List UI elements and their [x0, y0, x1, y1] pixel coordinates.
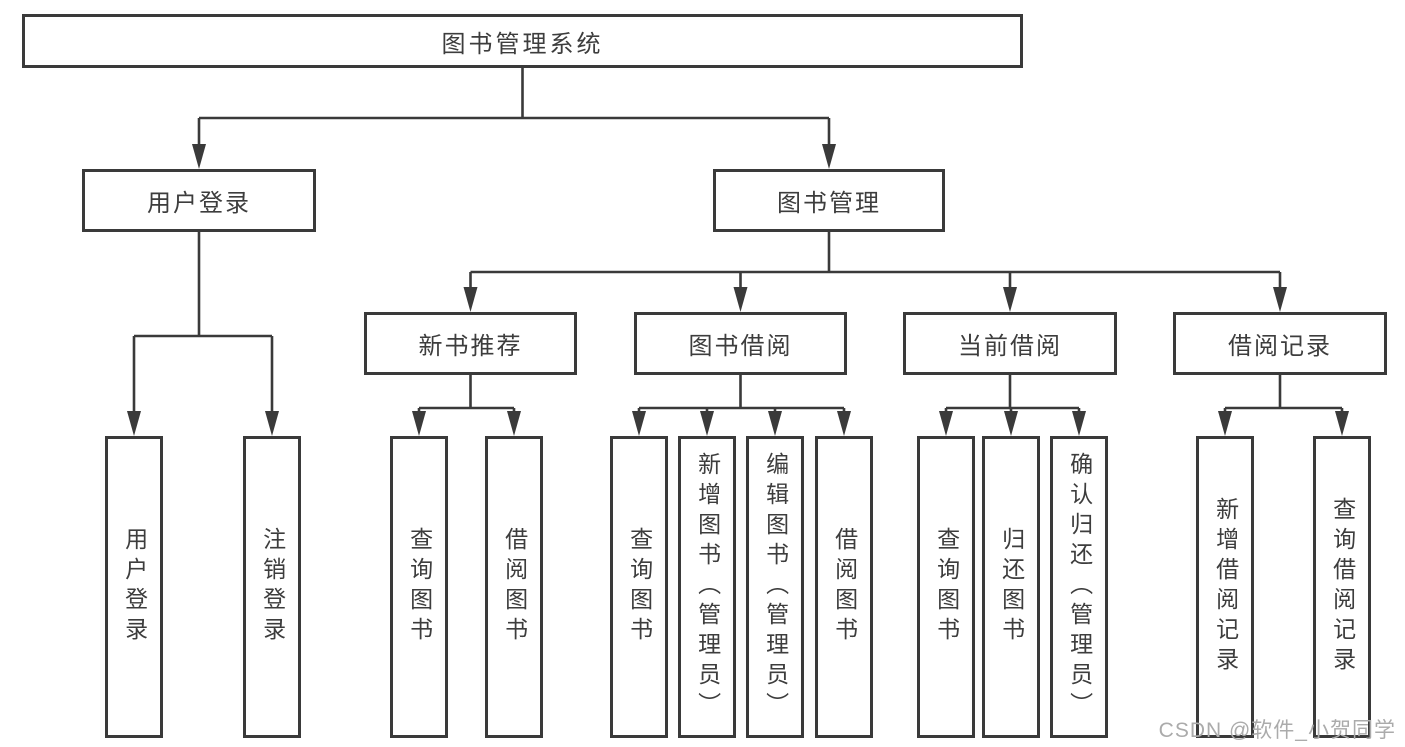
node-new-book-recommendation: 新书推荐: [364, 312, 577, 375]
node-label: 新增借阅记录: [1212, 497, 1239, 677]
connector-new-book-to-leaves: [417, 375, 516, 413]
node-label: 图书管理: [777, 190, 881, 217]
connector-borrow-records-to-leaves: [1223, 375, 1344, 413]
node-label: 借阅记录: [1228, 333, 1332, 360]
arrowhead: [1335, 411, 1349, 436]
connector-book-borrow-to-leaves: [637, 375, 846, 413]
leaf-edit-book-admin: 编辑图书（管理员）: [746, 436, 804, 738]
arrowhead: [768, 411, 782, 436]
node-label: 注销登录: [259, 527, 286, 647]
leaf-user-login: 用户登录: [105, 436, 163, 738]
leaf-query-books-borrowing: 查询图书: [610, 436, 668, 738]
arrowhead: [412, 411, 426, 436]
connector-current-borrow-to-leaves: [944, 375, 1081, 413]
node-library-management-system: 图书管理系统: [22, 14, 1023, 68]
node-label: 借阅图书: [501, 527, 528, 647]
arrowhead: [1072, 411, 1086, 436]
arrowhead: [265, 411, 279, 436]
arrowhead: [1218, 411, 1232, 436]
arrowhead: [632, 411, 646, 436]
node-book-management: 图书管理: [713, 169, 945, 232]
node-borrowing-records: 借阅记录: [1173, 312, 1387, 375]
leaf-query-books-current: 查询图书: [917, 436, 975, 738]
node-label: 新增图书（管理员）: [694, 452, 721, 722]
node-label: 图书管理系统: [441, 30, 604, 58]
arrowhead: [463, 287, 478, 312]
node-label: 查询图书: [626, 527, 653, 647]
leaf-query-borrow-record: 查询借阅记录: [1313, 436, 1371, 738]
node-label: 查询图书: [406, 527, 433, 647]
arrowhead: [733, 287, 748, 312]
node-label: 查询借阅记录: [1329, 497, 1356, 677]
node-label: 用户登录: [147, 190, 251, 217]
leaf-logout: 注销登录: [243, 436, 301, 738]
watermark: CSDN @软件_小贺同学: [1158, 719, 1396, 742]
arrowhead: [837, 411, 851, 436]
node-label: 归还图书: [998, 527, 1025, 647]
node-label: 确认归还（管理员）: [1066, 452, 1093, 722]
connector-user-login-to-leaves: [132, 232, 274, 412]
node-label: 用户登录: [121, 527, 148, 647]
leaf-borrow-books-recommend: 借阅图书: [485, 436, 543, 738]
node-label: 查询图书: [933, 527, 960, 647]
leaf-borrow-books-borrowing: 借阅图书: [815, 436, 873, 738]
arrowhead: [1003, 287, 1017, 312]
arrowhead: [700, 411, 714, 436]
arrowhead: [507, 411, 521, 436]
leaf-add-borrow-record: 新增借阅记录: [1196, 436, 1254, 738]
connector-book-mgmt-to-level3: [469, 232, 1282, 289]
node-user-login-branch: 用户登录: [82, 169, 316, 232]
leaf-add-book-admin: 新增图书（管理员）: [678, 436, 736, 738]
arrowhead: [939, 411, 953, 436]
node-label: 借阅图书: [831, 527, 858, 647]
leaf-confirm-return-admin: 确认归还（管理员）: [1050, 436, 1108, 738]
node-book-borrowing: 图书借阅: [634, 312, 847, 375]
node-label: 当前借阅: [958, 333, 1062, 360]
node-label: 图书借阅: [688, 333, 793, 360]
arrowhead: [1273, 287, 1287, 312]
node-label: 编辑图书（管理员）: [762, 452, 789, 722]
node-label: 新书推荐: [418, 333, 523, 360]
leaf-return-book: 归还图书: [982, 436, 1040, 738]
arrowhead: [127, 411, 141, 436]
leaf-query-books-recommend: 查询图书: [390, 436, 448, 738]
connector-root-to-level2: [197, 68, 831, 146]
arrowhead: [1004, 411, 1018, 436]
arrowhead: [822, 144, 836, 169]
node-current-borrowing: 当前借阅: [903, 312, 1117, 375]
arrowhead: [192, 144, 206, 169]
